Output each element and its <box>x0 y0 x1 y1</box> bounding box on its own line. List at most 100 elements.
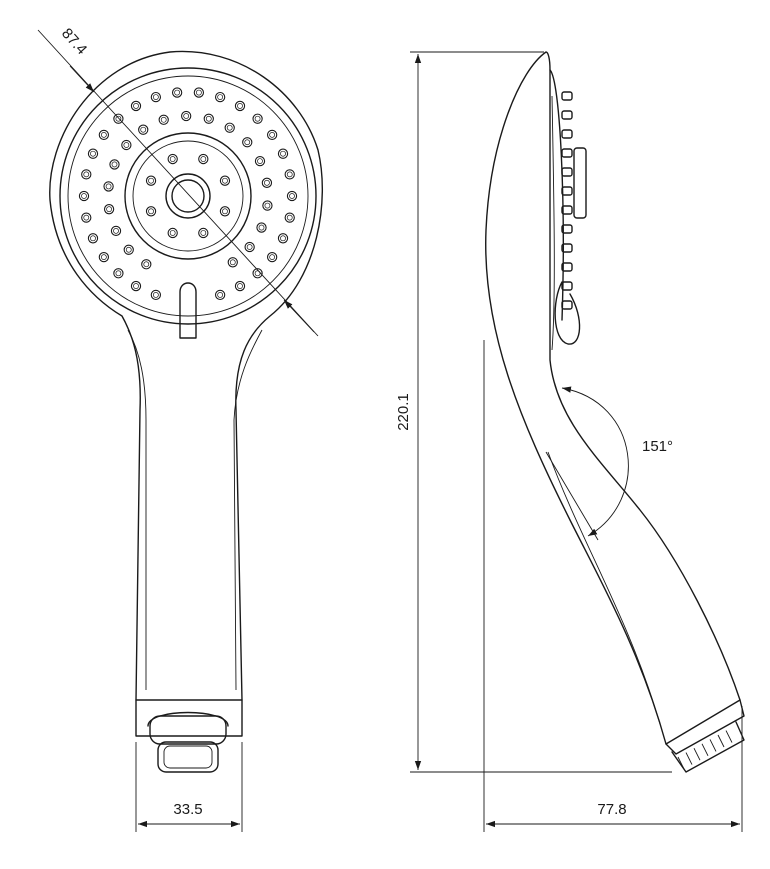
middle-nozzle <box>262 200 273 211</box>
center-nozzle <box>198 227 209 239</box>
face-diameter-leader <box>37 29 319 337</box>
side-nozzle <box>561 262 573 272</box>
outer-nozzle <box>286 190 298 202</box>
middle-nozzle-inner <box>105 183 112 190</box>
outer-nozzle <box>284 212 295 223</box>
side-nozzle <box>561 110 573 120</box>
middle-nozzle <box>203 113 214 124</box>
depth-dimension: 77.8 <box>483 340 743 832</box>
outer-nozzle-inner <box>286 171 293 178</box>
middle-nozzle-inner <box>160 116 167 123</box>
outer-nozzle <box>252 268 263 279</box>
center-nozzle <box>219 175 231 186</box>
angle-arc <box>561 386 629 537</box>
middle-nozzle-inner <box>123 142 130 148</box>
outer-nozzle <box>234 100 246 112</box>
side-hanging-loop <box>554 281 581 345</box>
outer-nozzle-inner <box>90 235 96 242</box>
middle-nozzle <box>110 225 122 237</box>
center-nozzle <box>219 206 231 217</box>
total-length-dimension: 220.1 <box>395 51 672 773</box>
center-nozzle-inner <box>222 177 228 184</box>
outer-nozzle-inner <box>289 193 295 199</box>
center-nozzle <box>198 153 209 165</box>
connector-width-label: 33.5 <box>173 801 202 818</box>
outer-nozzle <box>87 148 99 159</box>
nozzle-array <box>78 87 298 301</box>
center-nozzle-inner <box>148 208 154 215</box>
outer-nozzle <box>81 212 92 223</box>
middle-nozzle <box>224 122 235 133</box>
middle-nozzle-inner <box>244 139 251 146</box>
front-handle-inner <box>127 329 263 691</box>
center-hole-inner <box>171 179 205 213</box>
middle-nozzle-inner <box>183 113 190 119</box>
side-nozzle <box>561 224 573 234</box>
face-diameter-arrow-top <box>69 65 95 93</box>
middle-nozzle <box>103 204 115 215</box>
outer-nozzle-inner <box>81 193 87 199</box>
middle-nozzle <box>123 244 134 255</box>
center-nozzle-inner <box>148 177 154 184</box>
thread-ridge <box>693 747 701 761</box>
outer-nozzle-inner <box>237 103 243 109</box>
middle-nozzle <box>254 155 266 167</box>
side-thread-ridges <box>677 730 733 770</box>
thread-ridge <box>709 739 717 752</box>
middle-nozzle <box>181 110 192 122</box>
middle-nozzle-inner <box>229 259 236 266</box>
middle-nozzle <box>103 181 114 192</box>
outer-nozzle-inner <box>83 171 90 178</box>
outer-nozzle-inner <box>237 283 243 289</box>
middle-nozzle-inner <box>106 206 112 213</box>
outer-nozzle-inner <box>100 254 107 261</box>
outer-nozzle <box>87 233 99 244</box>
middle-nozzle <box>256 222 267 233</box>
front-view <box>49 50 323 773</box>
middle-nozzle-inner <box>113 228 119 234</box>
front-body-outline <box>49 50 323 701</box>
outer-nozzle <box>277 148 289 159</box>
thread-ridge <box>725 730 733 743</box>
face-inner-ring <box>67 75 309 317</box>
side-selector-toggle <box>573 147 587 219</box>
front-connector-thread <box>157 741 219 773</box>
front-connector-thread-inner <box>163 745 213 769</box>
face-diameter-arrow-bottom <box>283 299 315 333</box>
outer-nozzle-inner <box>115 270 122 277</box>
outer-nozzle <box>150 289 162 301</box>
outer-nozzle-inner <box>83 214 90 221</box>
outer-nozzle <box>130 100 142 112</box>
connector-width-dimension: 33.5 <box>135 742 243 832</box>
outer-nozzle-inner <box>115 115 122 122</box>
side-body-outline <box>485 51 741 745</box>
outer-nozzle-inner <box>174 89 181 96</box>
middle-nozzle-inner <box>140 126 147 133</box>
outer-nozzle-inner <box>152 94 159 100</box>
middle-nozzle-inner <box>143 261 150 268</box>
middle-nozzle-inner <box>205 115 212 122</box>
angle-label: 151° <box>642 438 673 455</box>
middle-nozzle-inner <box>246 244 253 250</box>
middle-nozzle <box>121 139 132 151</box>
center-nozzle-inner <box>200 156 207 162</box>
outer-nozzle-inner <box>217 292 224 298</box>
center-nozzle <box>145 206 157 217</box>
outer-nozzle <box>81 169 92 180</box>
outer-nozzle-inner <box>269 131 276 138</box>
outer-nozzle <box>193 87 205 98</box>
outer-nozzle-inner <box>269 254 276 261</box>
side-nozzle <box>561 148 573 158</box>
side-nozzle <box>561 243 573 253</box>
center-nozzle-inner <box>169 156 176 162</box>
middle-nozzle-inner <box>257 158 263 164</box>
outer-nozzle-inner <box>133 283 139 289</box>
outer-nozzle-inner <box>90 150 96 157</box>
center-nozzle <box>167 227 178 239</box>
outer-nozzle <box>150 91 162 103</box>
side-connector-thread <box>671 721 745 773</box>
outer-nozzle-inner <box>280 150 286 157</box>
outer-nozzle <box>234 280 246 292</box>
angle-dimension: 151° <box>545 386 673 541</box>
